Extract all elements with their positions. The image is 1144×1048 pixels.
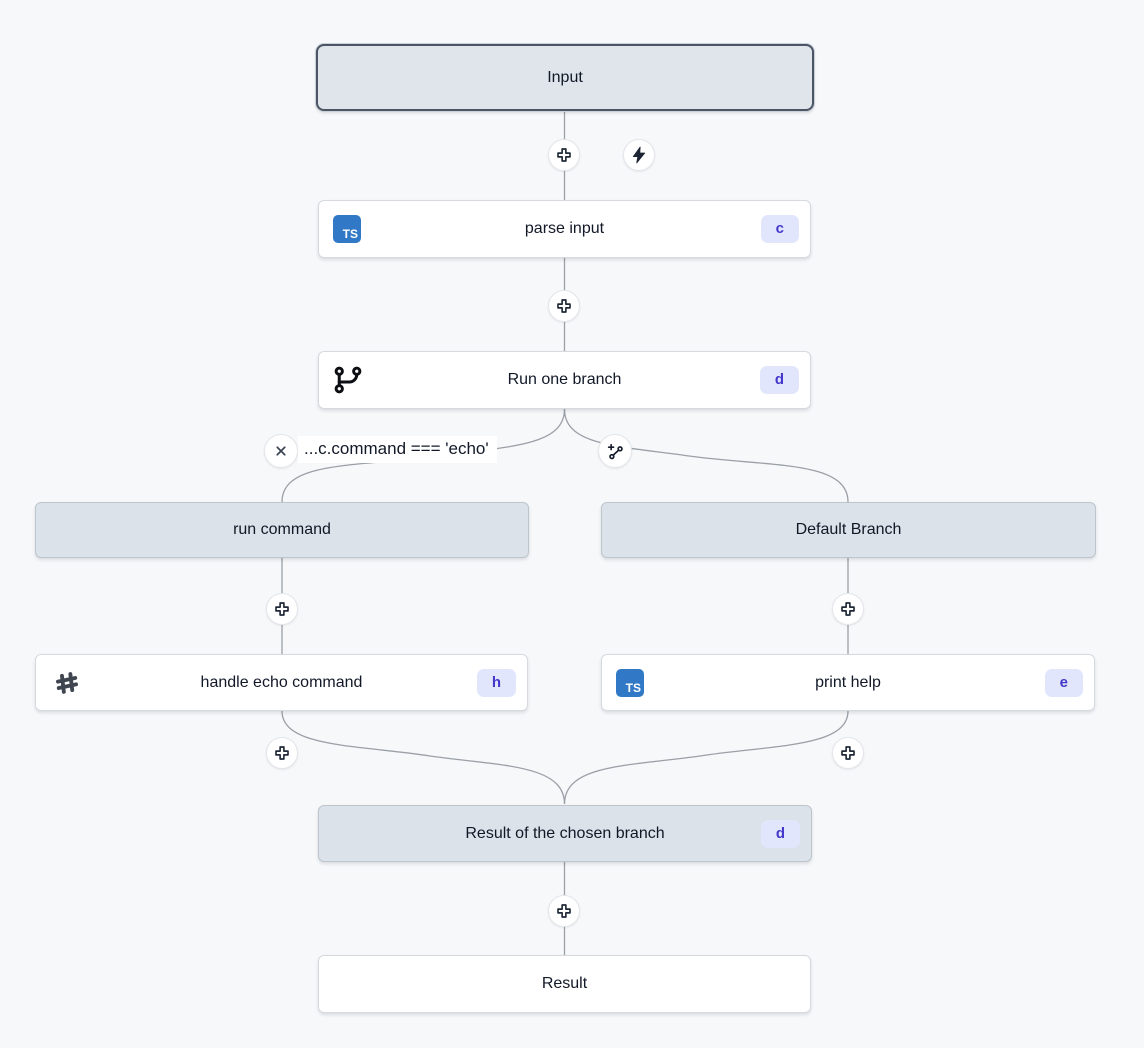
node-label: Run one branch <box>507 371 622 388</box>
plus-icon <box>841 602 855 616</box>
add-branch-icon <box>607 443 623 459</box>
close-icon <box>276 446 286 456</box>
plus-icon <box>557 299 571 313</box>
remove-branch-button[interactable] <box>264 434 298 468</box>
node-label: handle echo command <box>200 673 363 691</box>
node-label: Input <box>547 68 583 86</box>
branch-split-icon <box>333 365 363 395</box>
add-step-button[interactable] <box>548 139 580 171</box>
node-label: parse input <box>524 220 605 237</box>
branch-condition-label[interactable]: ...c.command === 'echo' <box>298 436 497 463</box>
typescript-icon-label: TS <box>342 227 358 241</box>
step-id-badge: h <box>476 668 516 697</box>
node-label: run command <box>233 521 331 538</box>
node-result[interactable]: Result <box>318 955 811 1013</box>
step-id-badge: d <box>760 819 800 848</box>
node-branch-run-command[interactable]: run command <box>35 502 529 558</box>
hash-icon <box>52 668 82 698</box>
bolt-icon <box>632 146 646 164</box>
node-branch-default[interactable]: Default Branch <box>601 502 1096 558</box>
typescript-icon-label: TS <box>625 680 641 695</box>
node-result-of-chosen-branch[interactable]: Result of the chosen branch d <box>318 805 812 862</box>
add-branch-button[interactable] <box>598 434 632 468</box>
node-parse-input[interactable]: TS parse input c <box>318 200 811 258</box>
plus-icon <box>841 746 855 760</box>
step-id-badge: d <box>759 366 799 394</box>
node-input[interactable]: Input <box>316 44 814 111</box>
plus-icon <box>557 904 571 918</box>
add-step-button[interactable] <box>832 593 864 625</box>
add-step-button[interactable] <box>548 290 580 322</box>
add-step-button[interactable] <box>266 737 298 769</box>
step-id-badge: e <box>1044 668 1083 697</box>
node-run-one-branch[interactable]: Run one branch d <box>318 351 811 409</box>
node-print-help[interactable]: TS print help e <box>601 654 1095 711</box>
node-label: Default Branch <box>795 521 902 538</box>
add-step-button[interactable] <box>832 737 864 769</box>
trigger-button[interactable] <box>623 139 655 171</box>
plus-icon <box>275 602 289 616</box>
node-label: print help <box>815 673 881 691</box>
typescript-icon: TS <box>333 215 361 243</box>
node-handle-echo-command[interactable]: handle echo command h <box>35 654 528 711</box>
typescript-icon: TS <box>616 668 644 697</box>
node-label: Result <box>541 975 588 992</box>
plus-icon <box>557 148 571 162</box>
step-id-badge: c <box>760 215 799 243</box>
add-step-button[interactable] <box>548 895 580 927</box>
plus-icon <box>275 746 289 760</box>
add-step-button[interactable] <box>266 593 298 625</box>
node-label: Result of the chosen branch <box>465 824 665 842</box>
